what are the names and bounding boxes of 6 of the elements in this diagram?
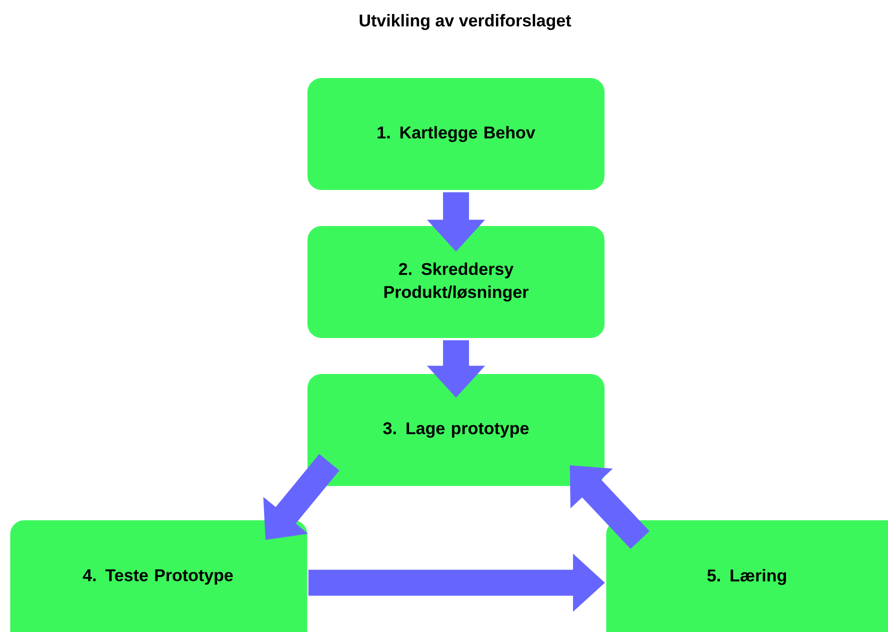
title: Utvikling av verdiforslaget xyxy=(360,14,572,30)
process-box: 1. Kartlegge Behov xyxy=(308,78,604,190)
process-box: 4. Teste Prototype xyxy=(10,520,308,632)
process-box: 3. Lage prototype xyxy=(308,374,604,486)
process-box: 2. Skreddersy Produkt/løsninger xyxy=(308,226,604,338)
process-box: 5. Læring xyxy=(606,520,888,632)
